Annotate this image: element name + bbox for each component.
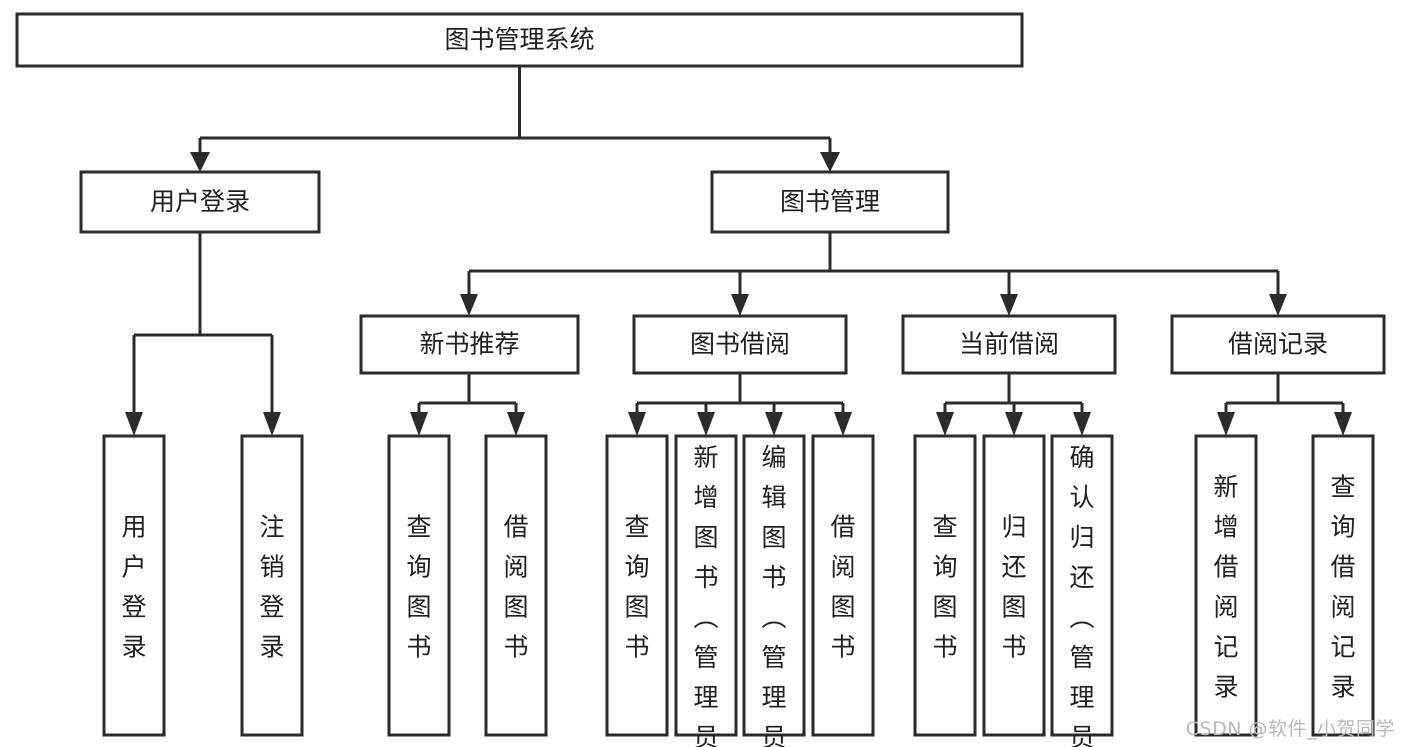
node-label-leaf-query-book-borrow: 查询图书: [624, 513, 649, 662]
arrowhead-book-management: [820, 152, 840, 172]
node-label-leaf-return-book: 归还图书: [1001, 513, 1026, 662]
node-box-leaf-return-book[interactable]: [982, 434, 1046, 737]
node-box-leaf-logout-login[interactable]: [240, 434, 304, 737]
node-box-leaf-confirm-return[interactable]: [1050, 434, 1114, 737]
node-root[interactable]: 图书管理系统: [15, 12, 1024, 68]
node-label-user-login: 用户登录: [150, 187, 250, 216]
node-label-leaf-query-book-current: 查询图书: [932, 513, 957, 662]
node-new-book-recommend[interactable]: 新书推荐: [359, 314, 580, 375]
arrowhead-leaf-query-book-current: [936, 412, 954, 436]
node-box-new-book-recommend[interactable]: [359, 314, 580, 375]
arrowhead-borrow-record: [1269, 294, 1287, 316]
node-label-leaf-logout-login: 注销登录: [259, 513, 284, 662]
node-label-leaf-query-book-recommend: 查询图书: [406, 513, 431, 662]
node-leaf-query-book-borrow[interactable]: 查询图书: [605, 434, 669, 737]
arrowhead-leaf-user-login: [125, 412, 143, 436]
edge-layer: [125, 66, 1352, 436]
node-label-current-borrow: 当前借阅: [959, 330, 1059, 359]
node-box-leaf-add-borrow-record[interactable]: [1194, 434, 1258, 737]
node-label-leaf-add-book: 新增图书︵管理员︶: [693, 443, 718, 747]
node-box-leaf-user-login[interactable]: [102, 434, 166, 737]
arrowhead-current-borrow: [1000, 294, 1018, 316]
node-box-borrow-record[interactable]: [1170, 314, 1386, 375]
arrowhead-book-borrow: [731, 294, 749, 316]
node-label-leaf-user-login: 用户登录: [121, 513, 146, 662]
node-leaf-return-book[interactable]: 归还图书: [982, 434, 1046, 737]
arrowhead-leaf-query-borrow-record: [1334, 412, 1352, 436]
arrowhead-new-book-recommend: [460, 294, 478, 316]
node-box-leaf-query-borrow-record[interactable]: [1311, 434, 1375, 737]
node-box-current-borrow[interactable]: [901, 314, 1117, 375]
node-box-leaf-query-book-current[interactable]: [913, 434, 977, 737]
arrowhead-leaf-query-book-borrow: [628, 412, 646, 436]
node-leaf-add-book[interactable]: 新增图书︵管理员︶: [674, 434, 738, 747]
node-book-borrow[interactable]: 图书借阅: [632, 314, 848, 375]
node-label-leaf-query-borrow-record: 查询借阅记录: [1330, 473, 1355, 702]
arrowhead-leaf-add-borrow-record: [1217, 412, 1235, 436]
csdn-watermark: CSDN @软件_小贺同学: [1185, 718, 1395, 740]
node-box-leaf-borrow-book[interactable]: [811, 434, 875, 737]
node-box-root[interactable]: [15, 12, 1024, 68]
node-box-user-login[interactable]: [79, 170, 321, 234]
node-current-borrow[interactable]: 当前借阅: [901, 314, 1117, 375]
node-leaf-query-book-current[interactable]: 查询图书: [913, 434, 977, 737]
arrowhead-user-login: [190, 152, 210, 172]
node-box-book-management[interactable]: [710, 170, 950, 234]
node-leaf-logout-login[interactable]: 注销登录: [240, 434, 304, 737]
node-box-leaf-edit-book[interactable]: [742, 434, 806, 737]
arrowhead-leaf-return-book: [1005, 412, 1023, 436]
node-leaf-add-borrow-record[interactable]: 新增借阅记录: [1194, 434, 1258, 737]
node-box-leaf-add-book[interactable]: [674, 434, 738, 737]
node-label-leaf-add-borrow-record: 新增借阅记录: [1213, 473, 1238, 702]
node-box-leaf-borrow-book-recommend[interactable]: [484, 434, 548, 737]
node-box-book-borrow[interactable]: [632, 314, 848, 375]
node-label-leaf-edit-book: 编辑图书︵管理员︶: [761, 443, 786, 747]
arrowhead-leaf-borrow-book: [834, 412, 852, 436]
node-leaf-query-borrow-record[interactable]: 查询借阅记录: [1311, 434, 1375, 737]
arrowhead-leaf-edit-book: [765, 412, 783, 436]
node-borrow-record[interactable]: 借阅记录: [1170, 314, 1386, 375]
node-label-leaf-confirm-return: 确认归还︵管理员︶: [1069, 443, 1094, 747]
node-leaf-borrow-book-recommend[interactable]: 借阅图书: [484, 434, 548, 737]
node-label-root: 图书管理系统: [444, 25, 594, 54]
node-leaf-query-book-recommend[interactable]: 查询图书: [387, 434, 451, 737]
node-box-leaf-query-book-borrow[interactable]: [605, 434, 669, 737]
node-label-borrow-record: 借阅记录: [1228, 330, 1328, 359]
arrowhead-leaf-logout-login: [263, 412, 281, 436]
node-label-leaf-borrow-book-recommend: 借阅图书: [503, 513, 528, 662]
arrowhead-leaf-add-book: [697, 412, 715, 436]
arrowhead-leaf-borrow-book-recommend: [507, 412, 525, 436]
node-book-management[interactable]: 图书管理: [710, 170, 950, 234]
arrowhead-leaf-query-book-recommend: [410, 412, 428, 436]
arrowhead-leaf-confirm-return: [1073, 412, 1091, 436]
node-user-login[interactable]: 用户登录: [79, 170, 321, 234]
node-label-leaf-borrow-book: 借阅图书: [830, 513, 855, 662]
node-leaf-confirm-return[interactable]: 确认归还︵管理员︶: [1050, 434, 1114, 747]
node-label-new-book-recommend: 新书推荐: [419, 330, 519, 359]
node-label-book-management: 图书管理: [780, 187, 880, 216]
node-box-leaf-query-book-recommend[interactable]: [387, 434, 451, 737]
node-leaf-edit-book[interactable]: 编辑图书︵管理员︶: [742, 434, 806, 747]
node-leaf-user-login[interactable]: 用户登录: [102, 434, 166, 737]
node-label-book-borrow: 图书借阅: [690, 330, 790, 359]
node-leaf-borrow-book[interactable]: 借阅图书: [811, 434, 875, 737]
node-layer: 图书管理系统用户登录图书管理新书推荐图书借阅当前借阅借阅记录用户登录注销登录查询…: [15, 12, 1386, 747]
